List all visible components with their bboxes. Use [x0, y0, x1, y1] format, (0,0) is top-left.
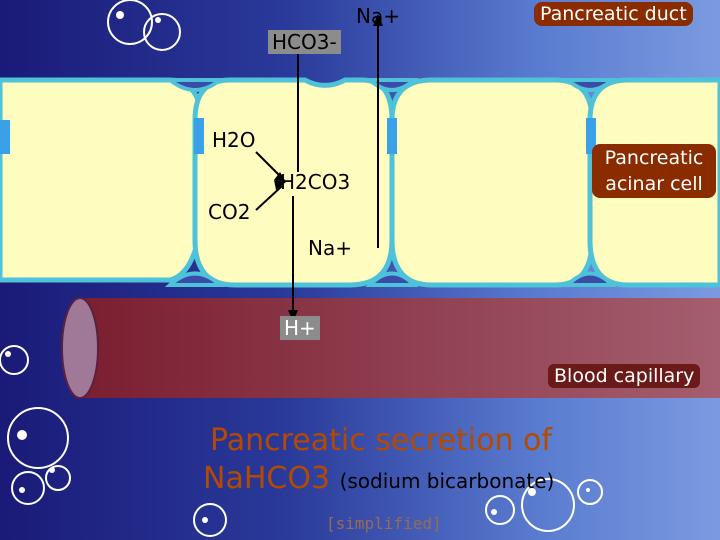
cell-2 [192, 77, 395, 288]
na-top-label: Na+ [356, 4, 400, 28]
na-mid-label: Na+ [308, 236, 352, 260]
gap-bottom-1 [164, 271, 226, 287]
hco3-text: HCO3- [272, 30, 337, 54]
tight-junctions [0, 118, 596, 154]
gap-top-1 [164, 78, 226, 92]
hco3-label: HCO3- [268, 30, 341, 54]
gap-bottom-3 [563, 271, 617, 287]
acinar-cell-label: Pancreatic acinar cell [592, 144, 716, 198]
cell-1 [0, 77, 201, 283]
h-plus-label: H+ [280, 316, 320, 340]
simplified-note: [simplified] [326, 514, 442, 533]
h2co3-label: H2CO3 [280, 170, 351, 194]
h2o-label: H2O [212, 128, 256, 152]
gap-top-3 [562, 78, 618, 92]
title-formula: NaHCO3 [203, 461, 331, 496]
arrow-h2o-to-h2co3 [255, 151, 283, 179]
bubble-highlights [5, 11, 590, 523]
decorative-bubbles [0, 0, 602, 536]
title-rest: (sodium bicarbonate) [339, 469, 555, 493]
arrow-co2-to-h2co3 [255, 185, 283, 211]
cell-3 [389, 77, 595, 288]
title-line1: Pancreatic secretion of [210, 423, 552, 458]
co2-label: CO2 [208, 200, 251, 224]
gap-top-2 [364, 78, 420, 92]
capillary-label: Blood capillary [548, 364, 701, 388]
acinar-cells [0, 77, 720, 288]
reaction-arrows [255, 24, 379, 312]
duct-label: Pancreatic duct [534, 2, 693, 26]
gap-bottom-2 [365, 271, 419, 287]
duct-lumen-gaps [164, 78, 618, 287]
title-line2: NaHCO3 (sodium bicarbonate) [203, 462, 554, 498]
